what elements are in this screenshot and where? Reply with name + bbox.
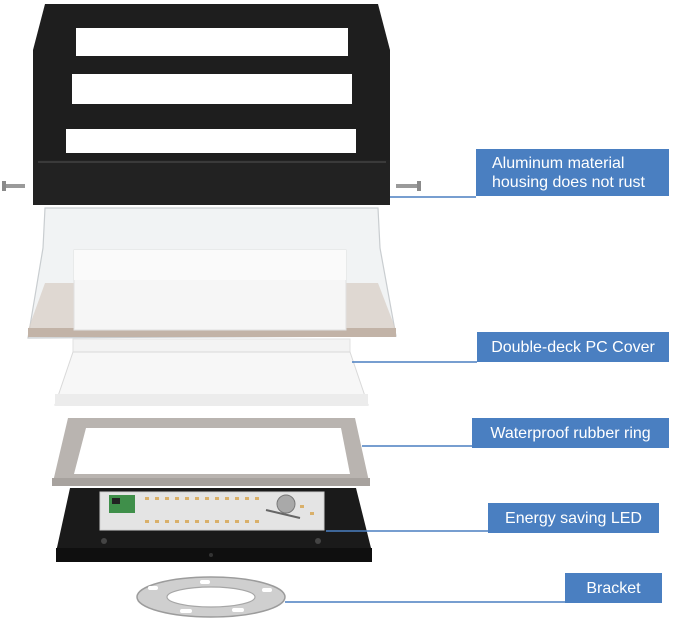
callout-housing-line1: Aluminum material — [492, 154, 625, 172]
led-board — [56, 488, 372, 562]
callout-bracket: Bracket — [565, 573, 662, 603]
aluminum-housing — [33, 4, 390, 205]
callout-led: Energy saving LED — [488, 503, 659, 533]
callout-bracket-label: Bracket — [586, 579, 641, 597]
leader-lines — [285, 196, 565, 603]
diffuser-block — [54, 338, 369, 406]
callout-led-label: Energy saving LED — [505, 509, 642, 527]
callout-pc-cover-label: Double-deck PC Cover — [491, 338, 655, 356]
callout-housing-line2: housing does not rust — [492, 173, 645, 191]
screw-left-icon — [2, 181, 25, 191]
callout-housing: Aluminum material housing does not rust — [476, 149, 669, 196]
screw-right-icon — [396, 181, 421, 191]
waterproof-rubber-ring — [52, 418, 370, 486]
callout-rubber-ring-label: Waterproof rubber ring — [490, 424, 651, 442]
callout-rubber-ring: Waterproof rubber ring — [472, 418, 669, 448]
mounting-bracket — [136, 576, 286, 618]
callout-pc-cover: Double-deck PC Cover — [477, 332, 669, 362]
pc-cover — [27, 207, 397, 339]
